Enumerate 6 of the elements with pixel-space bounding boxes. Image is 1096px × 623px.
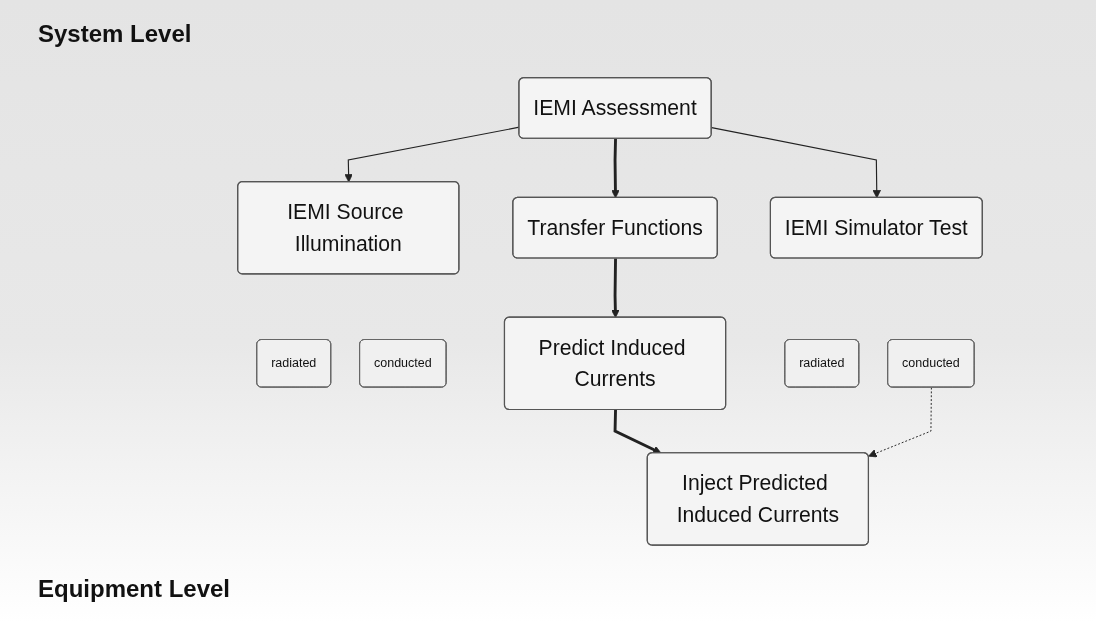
arrow [611,138,620,199]
level-label: Equipment Level [38,575,231,603]
arrow [611,258,620,319]
level-label: System Level [38,20,192,48]
arrow [711,127,881,199]
arrow [613,410,662,454]
